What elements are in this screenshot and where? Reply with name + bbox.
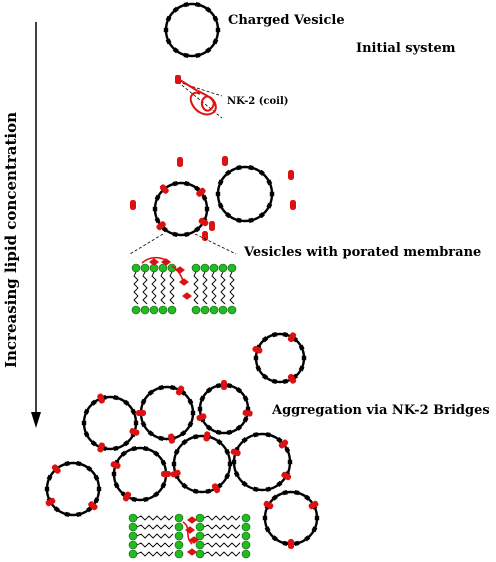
free-peptide xyxy=(209,221,215,231)
bound-peptide xyxy=(170,469,181,478)
bound-peptide xyxy=(51,464,61,474)
bound-peptide xyxy=(263,500,274,510)
bound-peptide xyxy=(242,409,253,417)
membrane-details-layer xyxy=(128,256,251,559)
vesicle xyxy=(230,432,293,492)
vesicle xyxy=(163,2,221,58)
bound-peptide xyxy=(161,471,171,477)
peptide-coil-label: NK-2 (coil) xyxy=(227,96,289,107)
bound-peptide xyxy=(45,497,56,507)
bound-peptide xyxy=(230,448,241,457)
free-peptide xyxy=(288,170,294,180)
initial-system-label: Initial system xyxy=(356,41,456,56)
vesicle xyxy=(136,385,196,444)
charged-vesicle-label: Charged Vesicle xyxy=(228,13,345,28)
bound-peptide xyxy=(88,501,98,511)
bound-peptide xyxy=(175,385,185,396)
bound-peptide xyxy=(308,500,319,510)
bound-peptide xyxy=(110,461,121,469)
bound-peptide xyxy=(287,373,297,384)
bound-peptide xyxy=(129,428,140,436)
bound-peptide xyxy=(203,431,211,442)
bound-peptide xyxy=(278,439,289,449)
membrane-pore-detail xyxy=(131,256,237,315)
bound-peptide xyxy=(198,217,209,227)
axis-label: Increasing lipid concentration xyxy=(2,112,20,368)
vesicle xyxy=(44,461,102,517)
vesicle xyxy=(262,490,320,549)
vesicles-layer xyxy=(44,2,320,549)
bound-peptide xyxy=(211,483,221,494)
bound-peptide xyxy=(252,345,263,354)
vesicle xyxy=(110,446,171,502)
concentration-arrow xyxy=(31,22,41,428)
bound-peptide xyxy=(156,221,166,231)
free-peptide xyxy=(177,157,183,167)
bound-peptide xyxy=(159,184,169,194)
bound-peptide xyxy=(97,442,105,453)
vesicle xyxy=(252,331,307,385)
bound-peptide xyxy=(136,410,146,416)
bound-peptide xyxy=(196,187,206,197)
bound-peptide xyxy=(168,433,175,444)
bound-peptide xyxy=(221,380,227,390)
free-peptide xyxy=(130,200,136,210)
bridged-bilayers-detail xyxy=(128,513,251,559)
bound-peptide xyxy=(122,491,132,502)
vesicle xyxy=(81,393,140,453)
bound-peptide xyxy=(97,393,105,404)
bound-peptide xyxy=(196,413,207,422)
lipid-bilayer xyxy=(191,263,237,315)
zoom-guide-lines xyxy=(129,233,237,255)
vesicle xyxy=(196,380,253,436)
vesicle xyxy=(215,165,275,223)
bound-peptide xyxy=(288,539,294,549)
free-peptides-layer xyxy=(130,156,296,241)
free-peptide xyxy=(202,231,208,241)
bound-peptide xyxy=(287,332,297,343)
aggregation-label: Aggregation via NK-2 Bridges xyxy=(271,403,490,418)
vesicle xyxy=(170,431,233,494)
free-peptide xyxy=(222,156,228,166)
vesicle xyxy=(152,181,210,237)
lipid-bilayer xyxy=(195,513,251,559)
lipid-bilayer xyxy=(128,513,184,559)
nk-2-peptide-coil xyxy=(175,75,223,119)
bound-peptide xyxy=(281,471,292,481)
lipid-bilayer xyxy=(131,263,177,315)
porated-label: Vesicles with porated membrane xyxy=(243,245,481,260)
free-peptide xyxy=(290,200,296,210)
